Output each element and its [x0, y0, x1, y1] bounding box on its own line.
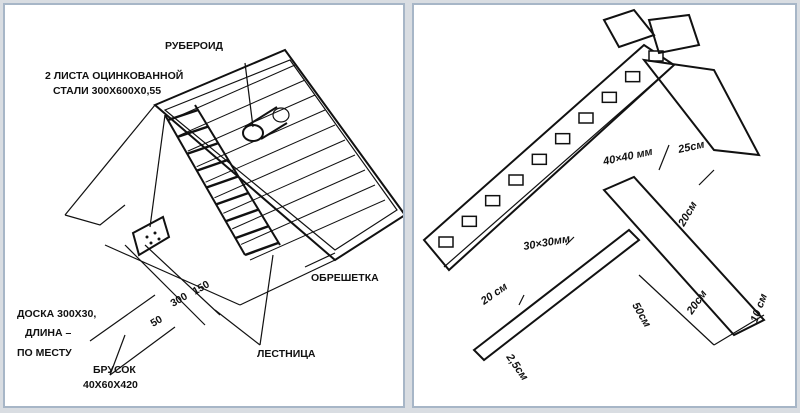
- batten-line: [232, 169, 366, 230]
- ladder-rung-block: [461, 215, 478, 228]
- right-diagram-panel: 40×40 мм 25см 20см 30×30мм 20 см 50см 20…: [412, 3, 797, 408]
- label-bar-line1: БРУСОК: [93, 364, 136, 376]
- ladder-rung-block: [484, 194, 501, 207]
- batten-line: [223, 154, 356, 214]
- ladder-rung: [244, 241, 279, 257]
- label-steel-line2: СТАЛИ 300Х600Х0,55: [53, 85, 161, 97]
- dimension-30x30: 30×30мм: [522, 233, 571, 253]
- roof-structure: [64, 48, 403, 306]
- label-ruberoid: РУБЕРОИД: [165, 40, 224, 52]
- ladder-detail-drawing: 40×40 мм 25см 20см 30×30мм 20 см 50см 20…: [422, 8, 770, 383]
- ladder-rung: [234, 225, 269, 240]
- ladder-rung: [225, 208, 259, 223]
- batten-line: [214, 139, 346, 199]
- ladder-rung: [186, 142, 219, 155]
- dimension-2-5-bottom: 2,5см: [503, 351, 530, 383]
- dimension-50: 50см: [629, 301, 653, 330]
- dimension-20-right: 20см: [676, 200, 700, 230]
- ladder-rung: [196, 158, 229, 172]
- label-board-line2: ДЛИНА –: [25, 327, 71, 339]
- label-board-line1: ДОСКА 300Х30,: [17, 308, 96, 320]
- label-obreshetka: ОБРЕШЕТКА: [311, 272, 379, 284]
- label-steel-line1: 2 ЛИСТА ОЦИНКОВАННОЙ: [45, 69, 183, 82]
- leader-lines: [89, 62, 336, 376]
- ladder-rung-block: [438, 236, 454, 248]
- ladder-rung-block: [554, 132, 571, 145]
- ladder-rungs-detail: [438, 50, 664, 248]
- left-diagram-panel: РУБЕРОИД 2 ЛИСТА ОЦИНКОВАННОЙ СТАЛИ 300Х…: [3, 3, 405, 408]
- ladder-rungs: [167, 108, 279, 257]
- dimension-50: 50: [149, 313, 165, 329]
- label-ladder: ЛЕСТНИЦА: [257, 348, 316, 360]
- ladder-rung: [167, 108, 199, 122]
- dimension-20-left: 20 см: [478, 281, 510, 308]
- ladder-rung-block: [508, 174, 524, 186]
- ladder-rung: [177, 125, 209, 139]
- batten-line: [169, 64, 296, 121]
- label-bar-line2: 40Х60Х420: [83, 379, 138, 391]
- batten-line: [178, 79, 306, 137]
- label-board-line3: ПО МЕСТУ: [17, 347, 72, 359]
- ruberoid-roll: [242, 106, 290, 142]
- top-hook: [602, 8, 761, 157]
- dimension-40x40: 40×40 мм: [601, 146, 654, 168]
- ladder-rung-block: [578, 112, 594, 124]
- dimension-150: 150: [191, 278, 212, 297]
- crossbar-detail: [472, 144, 766, 362]
- ladder-rung-block: [624, 70, 641, 83]
- batten-line: [205, 124, 336, 183]
- dimension-10: 10 см: [749, 292, 770, 324]
- ladder-rung-block: [531, 153, 548, 166]
- ladder-rung: [215, 191, 249, 206]
- batten-line: [249, 199, 386, 261]
- dimension-25-top: 25см: [676, 139, 705, 156]
- roof-ladder-drawing: РУБЕРОИД 2 ЛИСТА ОЦИНКОВАННОЙ СТАЛИ 300Х…: [17, 40, 403, 391]
- ladder-drawing: [164, 104, 281, 256]
- batten-lines: [169, 64, 386, 261]
- ladder-rung-block: [601, 91, 618, 104]
- ladder-rung: [206, 175, 239, 189]
- batten-line: [240, 184, 376, 245]
- steel-sheet-hook: [124, 215, 221, 326]
